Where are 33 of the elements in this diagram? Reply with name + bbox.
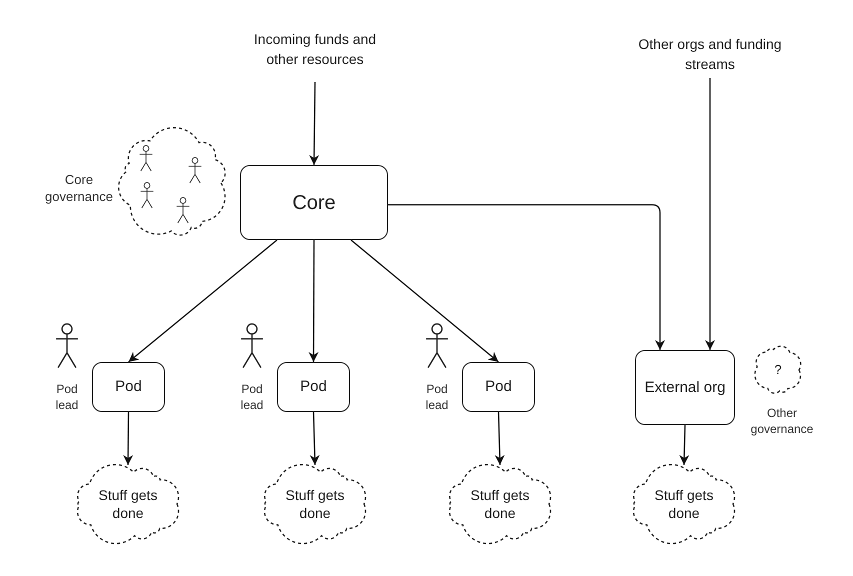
node-label: Pod bbox=[485, 377, 512, 397]
arrow bbox=[310, 412, 320, 466]
node-label: Pod bbox=[300, 377, 327, 397]
node-label: Pod bbox=[115, 377, 142, 397]
process-box bbox=[462, 362, 535, 412]
side-caption: Core governance bbox=[44, 172, 114, 206]
arrow bbox=[308, 240, 319, 362]
node-label: Core bbox=[292, 190, 336, 216]
side-caption: Pod lead bbox=[424, 382, 450, 414]
arrow bbox=[128, 240, 278, 362]
cloud-shape bbox=[118, 128, 228, 238]
side-caption: Pod lead bbox=[54, 382, 80, 414]
node-label: Stuff gets done bbox=[284, 486, 346, 522]
arrow bbox=[309, 82, 320, 165]
node-label: Stuff gets done bbox=[98, 486, 158, 522]
side-caption: Other governance bbox=[750, 406, 814, 438]
arrow bbox=[388, 204, 665, 350]
process-box bbox=[635, 350, 735, 425]
process-box bbox=[92, 362, 165, 412]
process-box bbox=[240, 165, 388, 240]
node-label: Stuff gets done bbox=[470, 486, 530, 522]
source-label: Other orgs and funding streams bbox=[637, 35, 783, 74]
arrow bbox=[679, 424, 690, 466]
source-label: Incoming funds and other resources bbox=[252, 30, 378, 69]
arrow bbox=[350, 240, 499, 362]
side-caption: Pod lead bbox=[240, 382, 264, 414]
node-label: External org bbox=[644, 378, 726, 398]
node-label: ? bbox=[774, 362, 782, 378]
arrow bbox=[123, 412, 134, 465]
arrow bbox=[494, 412, 505, 466]
process-box bbox=[277, 362, 350, 412]
arrow bbox=[705, 78, 715, 350]
node-label: Stuff gets done bbox=[654, 486, 714, 522]
